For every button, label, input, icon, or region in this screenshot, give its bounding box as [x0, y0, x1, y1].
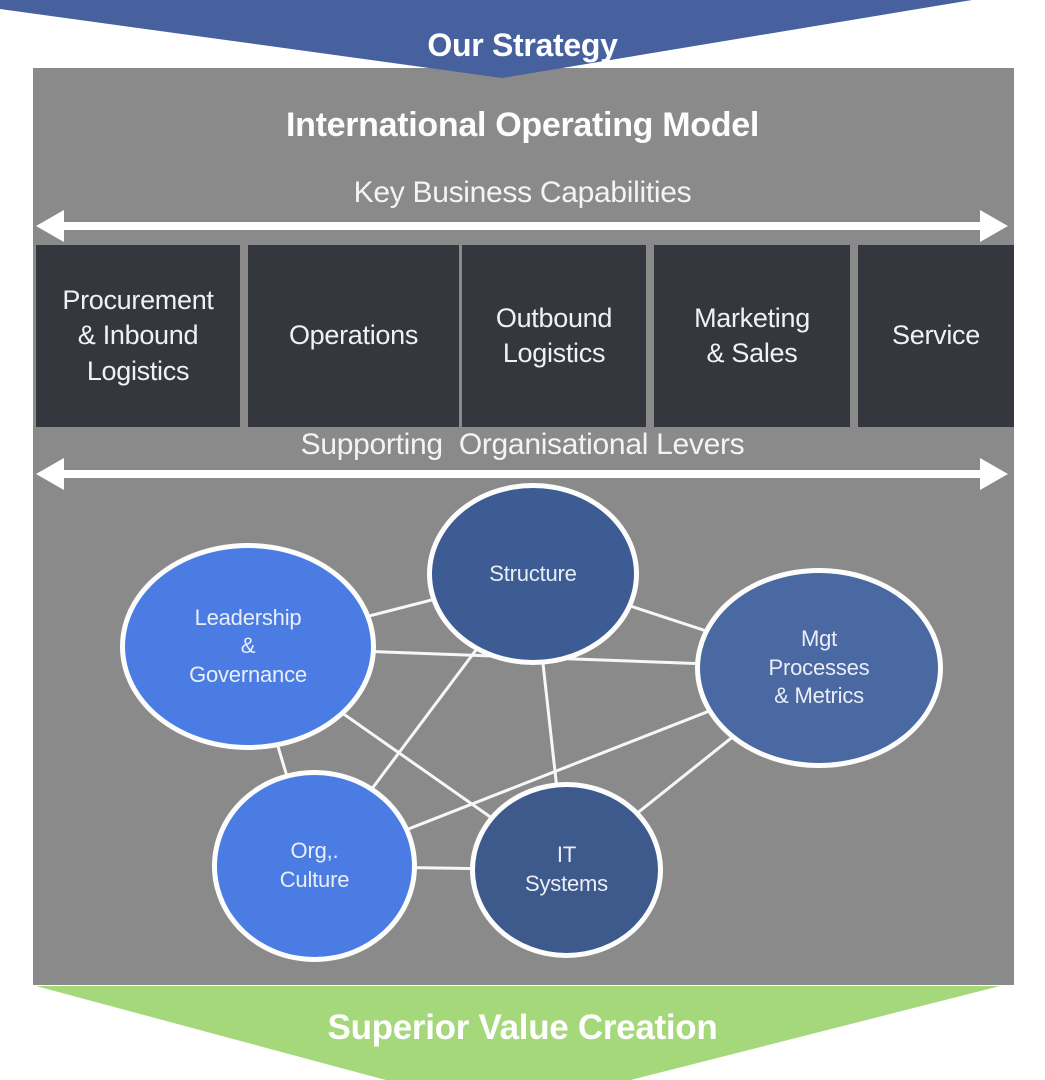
- lever-node-label-line: Governance: [189, 661, 307, 687]
- lever-node-label-line: Mgt: [800, 626, 838, 652]
- lever-node-label-line: Culture: [279, 867, 350, 892]
- lever-node-label-line: Processes: [768, 654, 870, 680]
- panel-title: International Operating Model: [286, 106, 759, 144]
- value-creation-banner-label: Superior Value Creation: [327, 1008, 718, 1047]
- lever-node-label-line: Systems: [525, 871, 608, 896]
- lever-node-label-line: Structure: [489, 560, 577, 586]
- lever-node-label-line: &: [240, 633, 256, 659]
- lever-node-it-systems: IT Systems: [470, 782, 663, 958]
- lever-node-label-line: IT: [556, 842, 577, 868]
- capability-label-line: Marketing: [694, 302, 810, 333]
- capability-label-line: Logistics: [502, 338, 606, 368]
- capability-label-line: Service: [892, 320, 980, 351]
- capability-label-line: Logistics: [86, 355, 190, 386]
- lever-node-leadership-governance: Leadership & Governance: [120, 543, 376, 750]
- strategy-banner-label: Our Strategy: [427, 27, 618, 63]
- lever-node-label-line: Leadership: [194, 604, 302, 630]
- lever-node-org-culture: Org,. Culture: [212, 770, 417, 962]
- lever-node-label-line: Org,.: [290, 838, 339, 864]
- capability-box-procurement-inbound-logistics: Procurement & Inbound Logistics: [36, 245, 240, 427]
- capability-box-service: Service: [858, 245, 1014, 427]
- lever-node-mgt-processes-metrics: Mgt Processes & Metrics: [695, 568, 943, 768]
- capability-box-outbound-logistics: Outbound Logistics: [462, 245, 646, 427]
- lever-node-label-line: & Metrics: [774, 683, 864, 709]
- capabilities-heading: Key Business Capabilities: [353, 176, 692, 209]
- levers-heading: Supporting Organisational Levers: [300, 428, 745, 461]
- capability-label-line: & Inbound: [77, 320, 199, 351]
- capability-label-line: Procurement: [62, 285, 214, 316]
- capability-label-line: Outbound: [495, 302, 613, 333]
- lever-node-structure: Structure: [427, 483, 639, 665]
- capability-box-marketing-sales: Marketing & Sales: [654, 245, 850, 427]
- capability-box-operations: Operations: [248, 245, 459, 427]
- capability-label-line: Operations: [288, 320, 419, 351]
- capability-label-line: & Sales: [706, 338, 798, 368]
